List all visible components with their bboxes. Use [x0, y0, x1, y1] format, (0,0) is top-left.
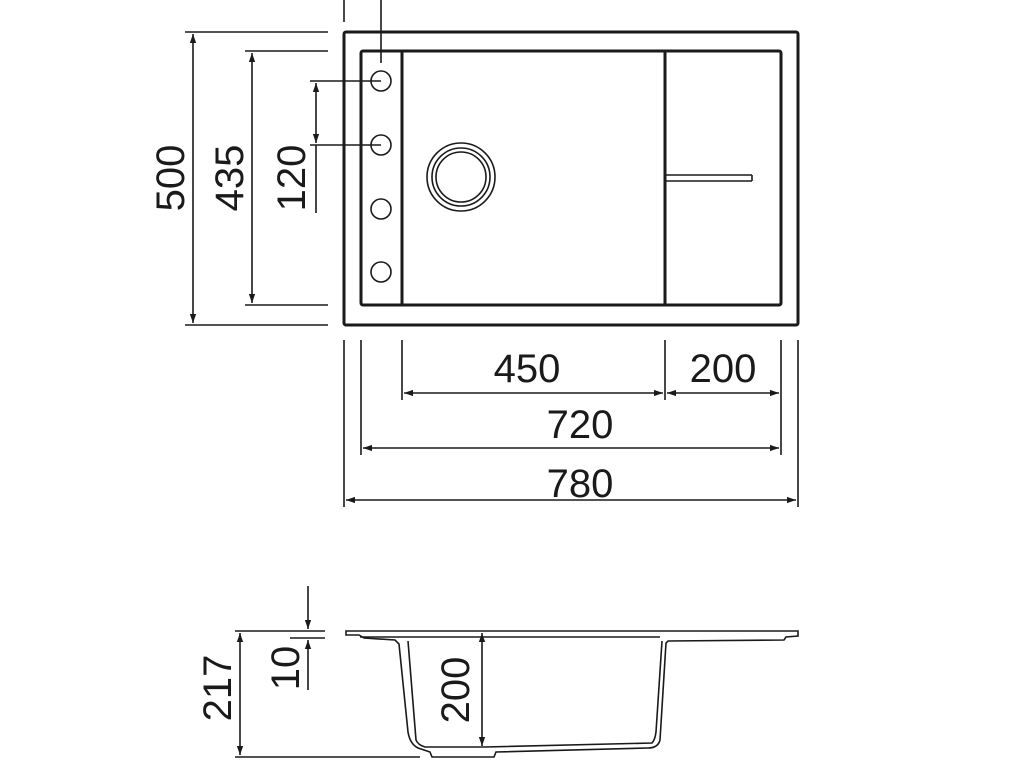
- dim-overall-width: 780: [547, 462, 614, 506]
- sink-section-profile: [345, 630, 799, 758]
- dim-overall-depth: 500: [149, 145, 193, 212]
- dim-tap-hole-spacing: 120: [270, 145, 314, 212]
- sink-inner-outline: [359, 49, 783, 307]
- dim-bowl-width: 450: [494, 347, 561, 391]
- section-view: 217 10 200: [196, 586, 799, 758]
- dim-bowl-depth: 200: [434, 657, 478, 724]
- dim-rim-thickness: 10: [264, 646, 308, 691]
- dim-total-height: 217: [196, 655, 240, 722]
- tap-hole: [370, 198, 392, 220]
- dim-drainer-width: 200: [690, 347, 757, 391]
- tap-hole: [370, 261, 392, 283]
- drainer-groove: [665, 174, 753, 182]
- dim-inner-width: 720: [547, 403, 614, 447]
- drain-icon: [426, 142, 496, 212]
- sink-outer-outline: [342, 30, 800, 327]
- plan-view: 500 435 120 450 200 720 780: [149, 0, 800, 507]
- tap-holes: [370, 70, 392, 283]
- dim-inner-depth: 435: [208, 145, 252, 212]
